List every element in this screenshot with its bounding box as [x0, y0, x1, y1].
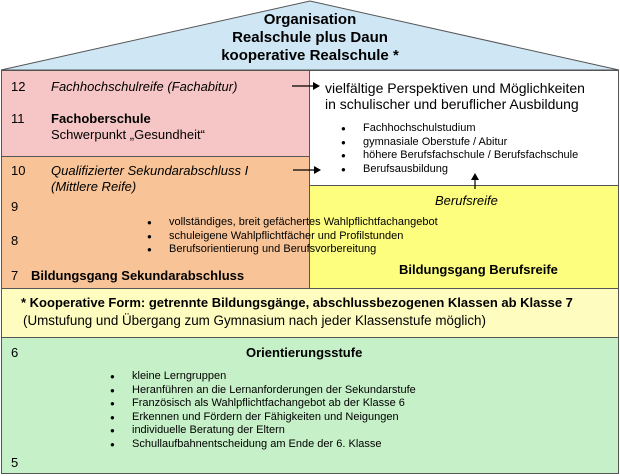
- title-organisation: Organisation: [263, 11, 357, 28]
- list-item: Erkennen und Fördern der Fähigkeiten und…: [110, 411, 416, 425]
- grade-6-label: 6: [11, 345, 19, 360]
- list-item: Schullaufbahnentscheidung am Ende der 6.…: [110, 438, 416, 452]
- list-item: Französisch als Wahlpflichtfachangebot a…: [110, 397, 416, 411]
- list-item: individuelle Beratung der Eltern: [110, 424, 416, 438]
- mittlere-reife-label: (Mittlere Reife): [51, 179, 137, 194]
- sekundar-list: vollständiges, breit gefächertes Wahlpfl…: [147, 216, 438, 257]
- grade-8-label: 8: [11, 233, 19, 248]
- kooperativ-line1-text: * Kooperative Form: getrennte Bildungsgä…: [21, 295, 573, 310]
- list-item: Heranführen an die Lernanforderungen der…: [110, 384, 416, 398]
- kooperativ-line1: * Kooperative Form: getrennte Bildungsgä…: [21, 295, 573, 310]
- arrow-right-icon: [292, 82, 320, 90]
- grade-7-label: 7: [11, 268, 19, 283]
- arrow-right-icon: [293, 166, 321, 174]
- fachoberschule-box: [1, 70, 310, 157]
- sekundarabschluss-label: Qualifizierter Sekundarabschluss I: [51, 163, 249, 178]
- fachhochschulreife-label: Fachhochschulreife (Fachabitur): [51, 79, 237, 94]
- list-item: höhere Berufsfachschule / Berufsfachschu…: [341, 149, 578, 163]
- perspektiven-line1: vielfältige Perspektiven und Möglichkeit…: [325, 80, 585, 96]
- bildungsgang-sekundarabschluss-title: Bildungsgang Sekundarabschluss: [31, 268, 245, 283]
- grade-10-label: 10: [11, 163, 26, 178]
- list-item: vollständiges, breit gefächertes Wahlpfl…: [147, 216, 438, 230]
- berufsreife-label: Berufsreife: [435, 193, 498, 208]
- perspektiven-line2: in schulischer und beruflicher Ausbildun…: [325, 96, 579, 112]
- fachoberschule-subtitle: Schwerpunkt „Gesundheit“: [51, 127, 205, 142]
- fachoberschule-title: Fachoberschule: [51, 111, 151, 126]
- grade-11-label: 11: [11, 111, 25, 126]
- list-item: Berufsorientierung und Berufsvorbereitun…: [147, 243, 438, 257]
- grade-5-label: 5: [11, 455, 19, 470]
- list-item: schuleigene Wahlpflichtfächer und Profil…: [147, 230, 438, 244]
- title-school-type: kooperative Realschule *: [221, 47, 399, 64]
- list-item: Berufsausbildung: [341, 163, 578, 177]
- orientierung-list: kleine Lerngruppen Heranführen an die Le…: [110, 370, 416, 452]
- list-item: Fachhochschulstudium: [341, 122, 578, 136]
- perspektiven-list: Fachhochschulstudium gymnasiale Oberstuf…: [341, 122, 578, 176]
- list-item: gymnasiale Oberstufe / Abitur: [341, 136, 578, 150]
- bildungsgang-berufsreife-title: Bildungsgang Berufsreife: [399, 262, 558, 277]
- orientierungsstufe-title: Orientierungsstufe: [246, 345, 363, 360]
- kooperativ-line2: (Umstufung und Übergang zum Gymnasium na…: [23, 313, 486, 328]
- grade-12-label: 12: [11, 79, 26, 94]
- arrow-up-icon: [471, 173, 479, 189]
- title-school-name: Realschule plus Daun: [232, 29, 388, 46]
- grade-9-label: 9: [11, 199, 19, 214]
- list-item: kleine Lerngruppen: [110, 370, 416, 384]
- fachhochschulreife-text: Fachhochschulreife (Fachabitur): [51, 79, 238, 94]
